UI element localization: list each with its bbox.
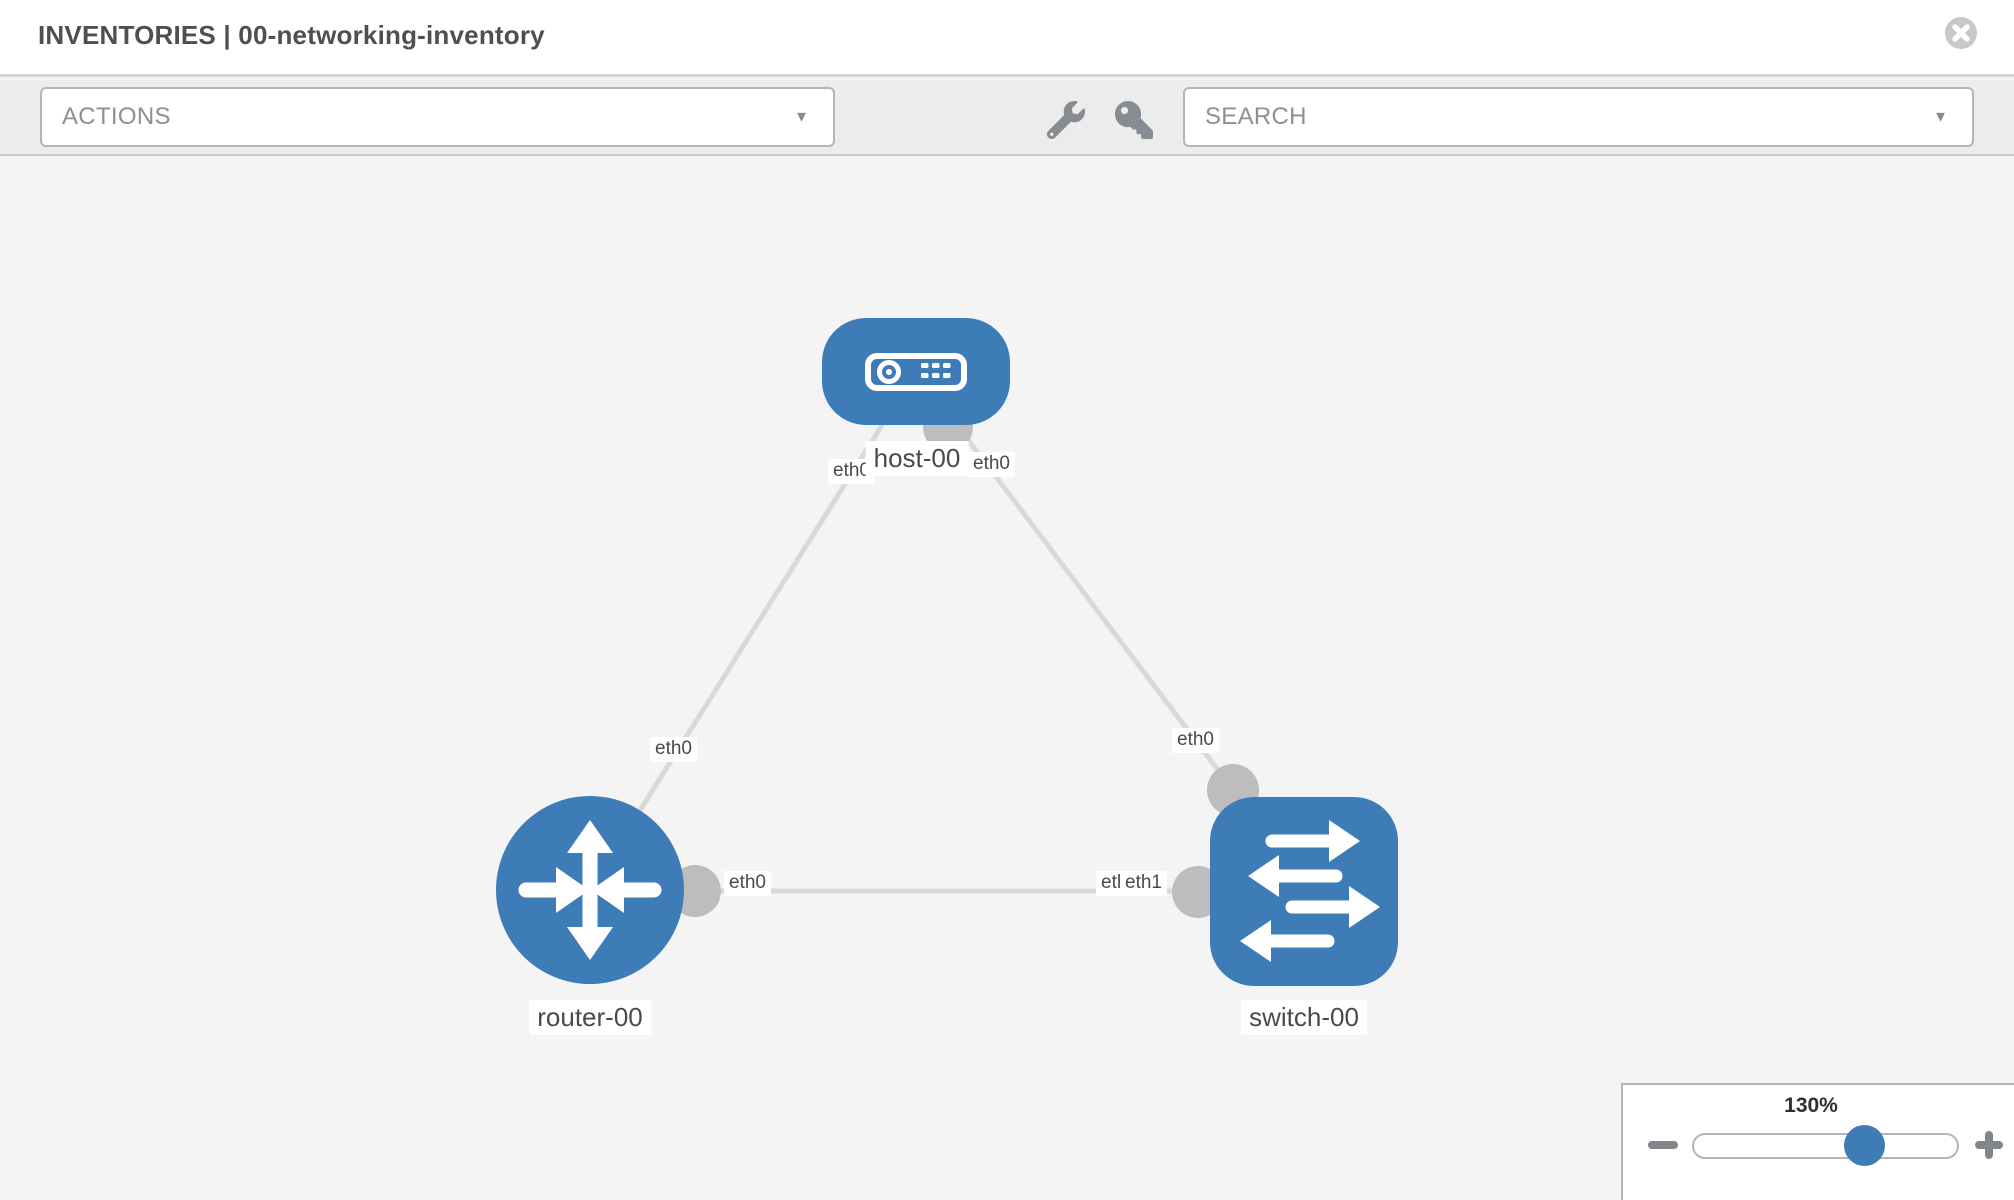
zoom-slider-knob[interactable]: [1844, 1125, 1885, 1166]
chevron-down-icon: ▼: [794, 108, 809, 126]
toolbar: ACTIONS ▼ SEARCH ▼: [0, 80, 2014, 156]
page-header: INVENTORIES | 00-networking-inventory: [0, 0, 2014, 77]
switch-icon: [1240, 820, 1380, 962]
chevron-down-icon: ▼: [1933, 108, 1948, 126]
actions-dropdown-label: ACTIONS: [62, 103, 171, 130]
close-icon[interactable]: [1944, 16, 1978, 50]
interface-label: eth0: [724, 871, 771, 896]
plus-icon[interactable]: [1975, 1131, 2003, 1159]
node-label-switch: switch-00: [1241, 1000, 1367, 1036]
link-host-switch[interactable]: [914, 369, 1235, 792]
search-dropdown[interactable]: SEARCH ▼: [1183, 87, 1974, 147]
interface-label: eth0: [650, 737, 697, 762]
search-dropdown-label: SEARCH: [1205, 103, 1307, 130]
topology-graph: [496, 318, 1398, 986]
router-icon: [518, 820, 662, 960]
zoom-widget: 130%: [1621, 1083, 2014, 1200]
interface-label: eth0: [968, 452, 1015, 477]
node-router[interactable]: [496, 796, 684, 984]
minus-icon[interactable]: [1648, 1141, 1678, 1149]
actions-dropdown[interactable]: ACTIONS ▼: [40, 87, 835, 147]
interface-label: eth1: [1120, 871, 1167, 896]
zoom-level: 130%: [1784, 1094, 1838, 1117]
wrench-icon[interactable]: [1047, 101, 1085, 139]
node-label-router: router-00: [529, 1000, 651, 1036]
link-host-router[interactable]: [587, 369, 919, 892]
topology-canvas[interactable]: eth0 host-00 eth0 eth0 eth0 eth0 eth0 et…: [0, 158, 2014, 1200]
node-switch[interactable]: [1210, 797, 1398, 986]
host-icon: [865, 353, 967, 391]
zoom-slider-track[interactable]: [1692, 1133, 1959, 1159]
node-label-host: host-00: [865, 441, 969, 477]
page-title: INVENTORIES | 00-networking-inventory: [38, 20, 545, 50]
key-icon[interactable]: [1115, 101, 1153, 139]
node-host[interactable]: [822, 318, 1010, 425]
interface-label: eth0: [1172, 728, 1219, 753]
